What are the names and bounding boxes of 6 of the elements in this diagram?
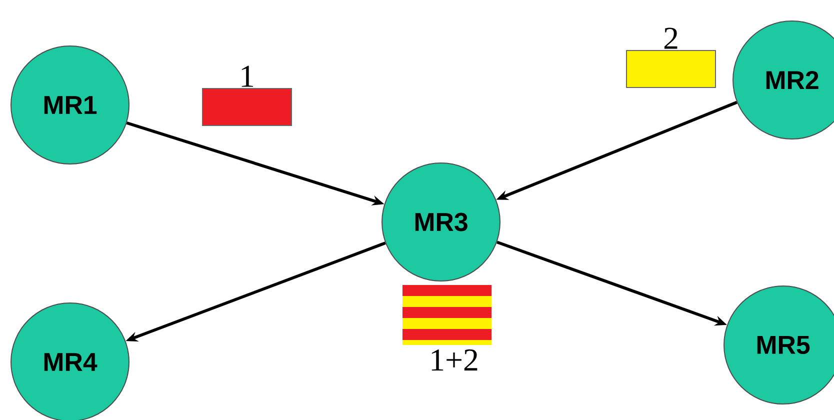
packet: 1 [202,66,292,126]
node-label: 1+2 [432,349,478,371]
packet: 1+2 [402,285,492,371]
packet: 2 [626,28,716,88]
node-label: 1 [242,66,254,87]
node-label: 2 [664,28,678,49]
